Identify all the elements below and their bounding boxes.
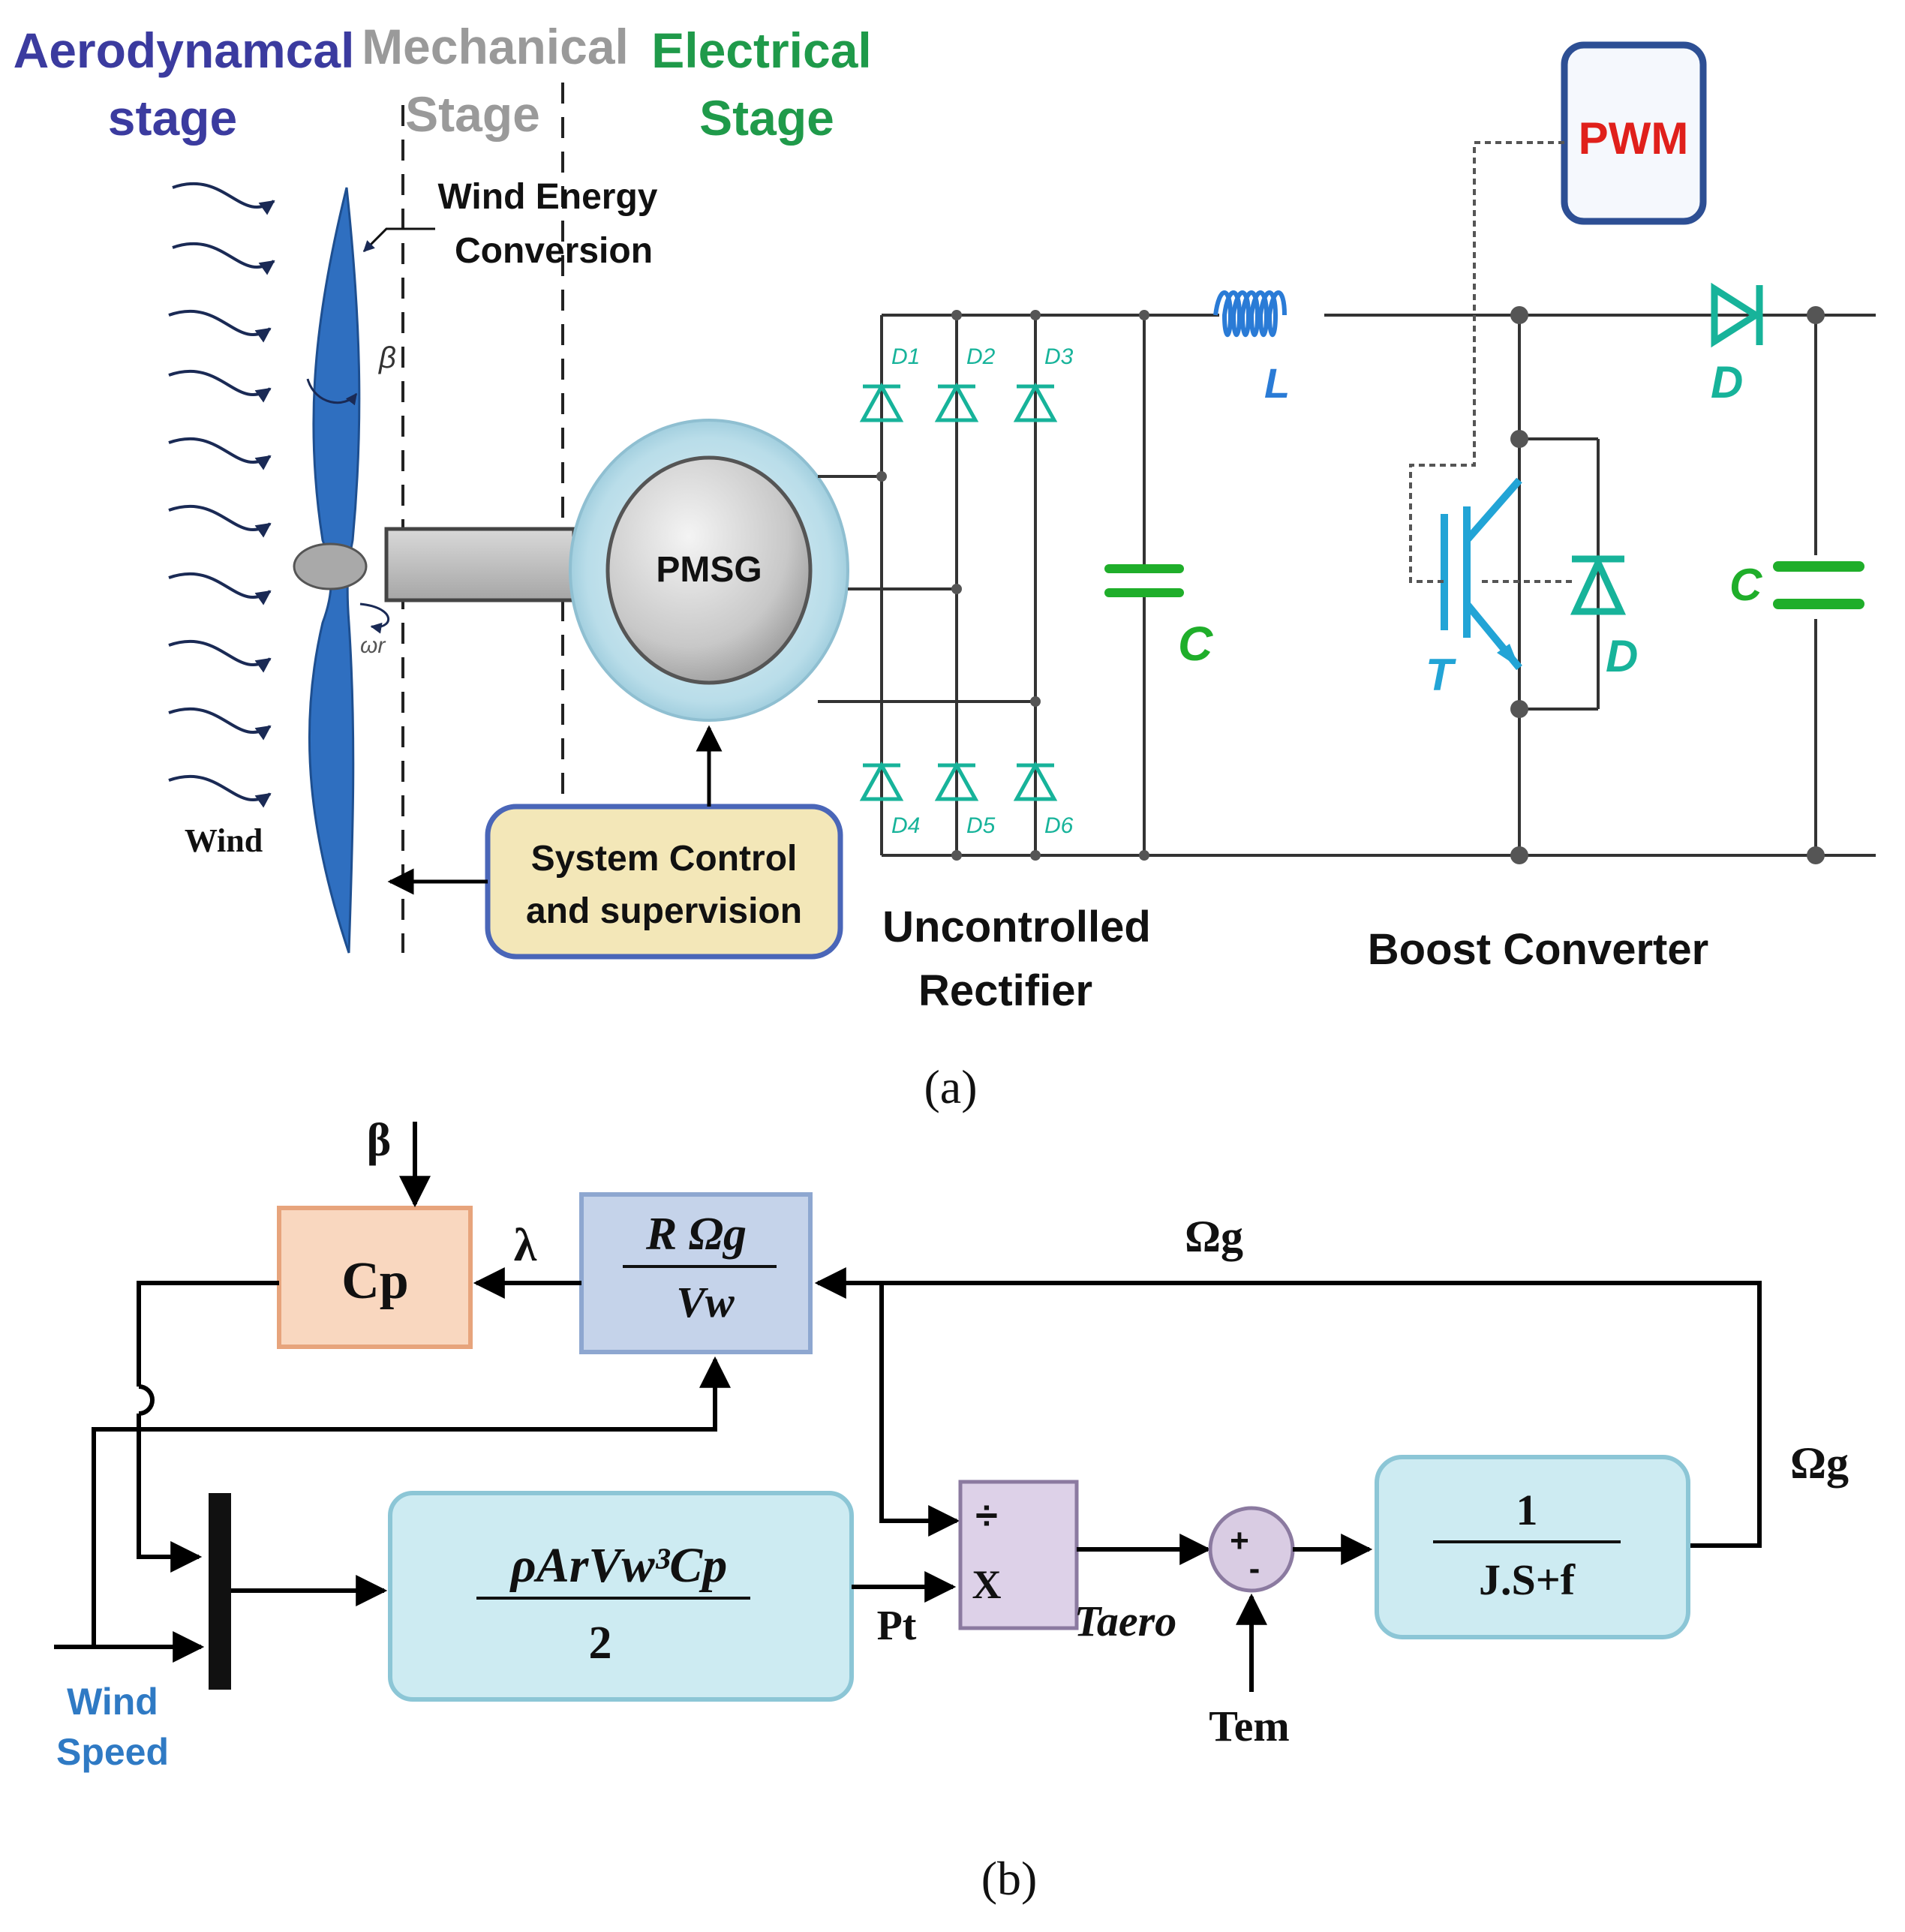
power-block	[388, 1491, 854, 1702]
diode-label-d1: D1	[891, 344, 920, 369]
wind-energy-pointer	[362, 227, 435, 253]
mux-bar	[209, 1493, 231, 1690]
rectifier-label: Uncontrolled	[882, 903, 1151, 951]
power-denominator: 2	[589, 1618, 612, 1669]
turbine-hub	[293, 542, 368, 590]
power-numerator: ρArVw³Cp	[509, 1538, 728, 1593]
diode-labels: D1 D2 D3 D4 D5 D6	[891, 344, 1074, 838]
boost-nodes	[1510, 306, 1825, 864]
igbt-emitter-arrow	[1497, 644, 1519, 668]
beta-input-label: β	[367, 1115, 392, 1166]
pwm-gate-line	[1409, 141, 1564, 583]
multiply-symbol: X	[972, 1562, 1002, 1607]
cp-to-mux-line	[137, 1414, 203, 1573]
cp-output-line	[137, 1281, 279, 1387]
sum-minus: -	[1249, 1550, 1260, 1587]
diode-label-d4: D4	[891, 813, 920, 838]
inductor-label: L	[1264, 359, 1290, 407]
mechanical-dynamics-block	[1375, 1455, 1690, 1639]
pitch-arrow	[306, 378, 358, 406]
omega-r-label: ωr	[360, 633, 386, 658]
sum-plus: +	[1230, 1522, 1249, 1559]
omega-feedback-line	[814, 1267, 1762, 1548]
freewheel-diode	[1570, 554, 1627, 615]
diode-label-d6: D6	[1044, 813, 1074, 838]
freewheel-diode-label: D	[1606, 631, 1638, 681]
panel-b: Cp β R Ωg Vw λ Ωg Ωg Wind Speed ρArVw³Cp…	[54, 1115, 1849, 1905]
inductor-coil	[1213, 290, 1287, 337]
ratio-denominator: Vw	[676, 1278, 735, 1327]
multiply-divide-block	[958, 1480, 1079, 1630]
wind-to-ratio-line	[92, 1356, 731, 1647]
diode-label-d5: D5	[966, 813, 996, 838]
pmsg-rotor	[605, 455, 813, 685]
mechanical-stage-label-2: Stage	[405, 86, 540, 142]
pwm-block	[1561, 41, 1707, 225]
aerodynamic-stage-label-2: stage	[108, 90, 237, 146]
ratio-numerator: R Ωg	[645, 1209, 747, 1260]
beta-label: β	[378, 341, 396, 374]
t-em-label: Tem	[1209, 1702, 1289, 1750]
omega-g-top-label: Ωg	[1185, 1212, 1243, 1261]
pt-label: Pt	[877, 1603, 917, 1649]
cap-node-top	[1139, 310, 1149, 320]
boost-converter-label: Boost Converter	[1368, 925, 1708, 974]
omega-to-mul-line	[879, 1283, 960, 1537]
rotor-speed-arrow	[359, 602, 390, 634]
mechanical-stage-label: Mechanical	[362, 19, 629, 74]
transistor-label: T	[1426, 650, 1456, 700]
pwm-label: PWM	[1579, 113, 1689, 164]
control-box	[485, 804, 843, 960]
electrical-stage-label-2: Stage	[699, 90, 834, 146]
tf-numerator: 1	[1516, 1486, 1538, 1534]
divide-symbol: ÷	[975, 1493, 998, 1538]
wind-energy-label: Wind Energy	[438, 177, 658, 217]
wind-arrows	[168, 182, 275, 808]
rectifier-label-2: Rectifier	[918, 966, 1092, 1015]
t-aero-label: Taero	[1074, 1597, 1176, 1645]
tip-speed-ratio-block	[579, 1192, 813, 1354]
boost-leg-wires	[1518, 315, 1817, 855]
rectifier-diodes	[859, 382, 1058, 801]
diode-label-d3: D3	[1044, 344, 1074, 369]
dc-capacitor-gap	[1125, 573, 1163, 588]
cap-node-bottom	[1139, 850, 1149, 861]
wind-speed-label-2: Speed	[56, 1731, 169, 1773]
igbt-transistor	[1441, 477, 1522, 671]
series-diode	[1711, 282, 1763, 348]
cp-output-hop	[138, 1384, 155, 1416]
control-label: System Control	[531, 839, 798, 879]
lambda-label: λ	[514, 1220, 537, 1271]
control-label-2: and supervision	[526, 891, 802, 931]
output-capacitor-label: C	[1729, 560, 1763, 610]
dc-capacitor-label: C	[1178, 617, 1213, 671]
caption-b: (b)	[981, 1852, 1038, 1905]
pmsg-label: PMSG	[656, 550, 762, 590]
series-diode-label: D	[1711, 357, 1743, 407]
caption-a: (a)	[924, 1060, 977, 1113]
aerodynamic-stage-label: Aerodynamcal	[14, 23, 355, 78]
diode-label-d2: D2	[966, 344, 996, 369]
mechanical-shaft	[384, 527, 576, 602]
rectifier-nodes	[876, 310, 1041, 861]
electrical-stage-label: Electrical	[651, 23, 872, 78]
omega-g-right-label: Ωg	[1790, 1438, 1849, 1488]
wind-speed-label: Wind	[67, 1681, 158, 1723]
wind-energy-label-2: Conversion	[455, 231, 653, 271]
cp-label: Cp	[341, 1252, 408, 1310]
panel-a: Aerodynamcal stage Mechanical Stage Elec…	[14, 19, 1876, 1113]
wind-label: Wind	[185, 822, 263, 859]
cp-block	[277, 1206, 473, 1349]
tf-denominator: J.S+f	[1479, 1555, 1576, 1604]
